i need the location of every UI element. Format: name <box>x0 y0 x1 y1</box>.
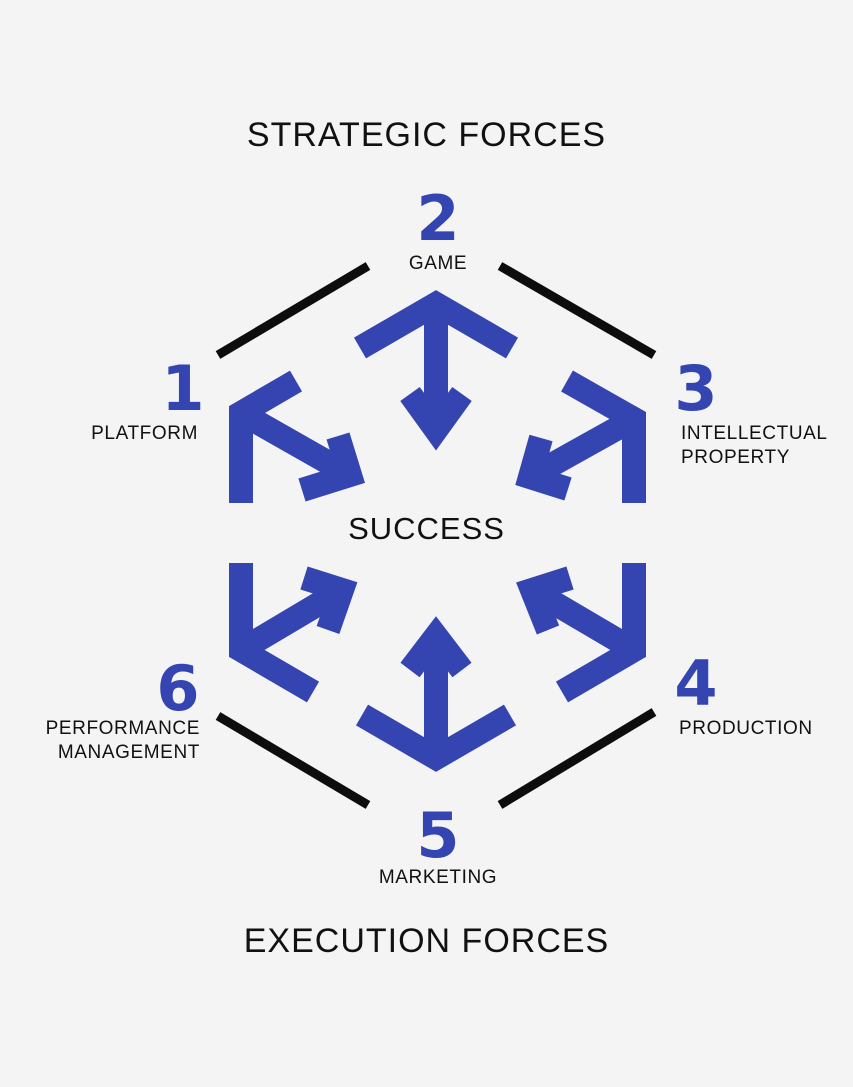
force-label-game: GAME <box>0 252 853 276</box>
arrow-ip-icon <box>515 370 646 503</box>
force-label-production: PRODUCTION <box>679 717 813 741</box>
force-label-marketing: MARKETING <box>0 866 853 890</box>
arrows-group <box>229 290 646 772</box>
strategic-forces-heading: STRATEGIC FORCES <box>246 116 607 154</box>
outline-edge-marketing-performance <box>215 712 371 809</box>
force-number-2: 2 <box>416 182 460 255</box>
force-label-game-line: GAME <box>408 253 468 274</box>
arrow-performance-icon <box>229 563 358 703</box>
force-label-intellectual-property: INTELLECTUAL PROPERTY <box>681 422 828 470</box>
outline-edge-production-marketing <box>497 708 657 809</box>
force-label-ip-line-1: INTELLECTUAL <box>681 423 828 444</box>
execution-forces-heading: EXECUTION FORCES <box>243 922 610 960</box>
arrow-platform-icon <box>229 370 365 503</box>
force-number-4: 4 <box>674 647 718 720</box>
force-label-ip-line-2: PROPERTY <box>681 447 790 468</box>
arrow-production-icon <box>516 563 646 703</box>
force-label-pm-line-2: MANAGEMENT <box>57 742 200 763</box>
force-label-platform-line: PLATFORM <box>91 423 198 444</box>
force-label-pm-line-1: PERFORMANCE <box>45 718 200 739</box>
force-label-production-line: PRODUCTION <box>679 718 813 739</box>
force-label-marketing-line: MARKETING <box>378 867 498 888</box>
force-number-6: 6 <box>156 652 200 725</box>
hexagon-outline <box>215 262 657 809</box>
force-number-1: 1 <box>161 352 205 425</box>
arrow-game-icon <box>353 290 519 451</box>
outline-edge-game-ip <box>497 262 657 359</box>
arrow-marketing-icon <box>355 616 517 772</box>
force-number-3: 3 <box>674 352 718 425</box>
success-label: SUCCESS <box>348 511 505 546</box>
outline-edge-platform-game <box>215 262 371 359</box>
force-label-platform: PLATFORM <box>91 422 198 446</box>
force-label-performance-management: PERFORMANCE MANAGEMENT <box>46 717 200 765</box>
force-number-5: 5 <box>416 799 460 872</box>
